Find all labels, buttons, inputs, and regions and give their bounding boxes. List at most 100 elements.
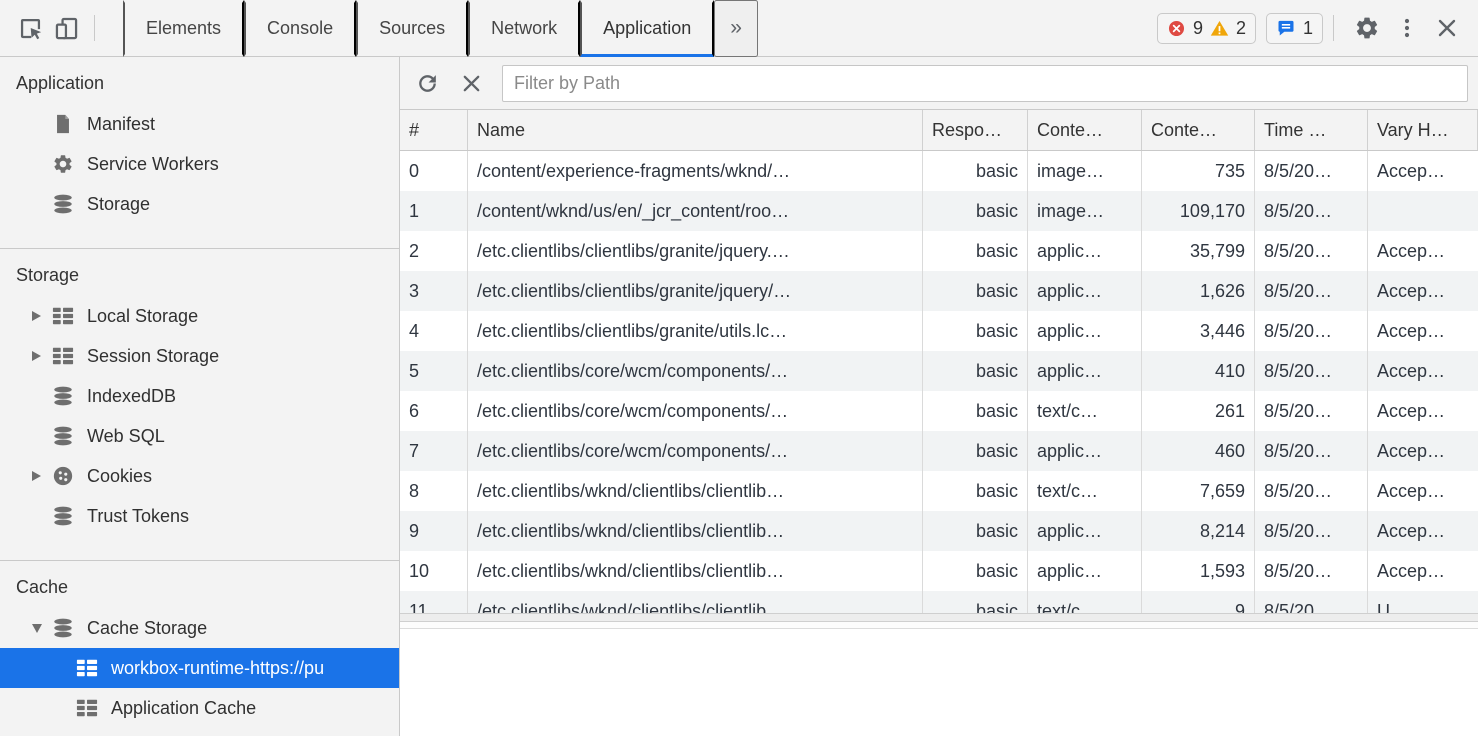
cell-name[interactable]: /etc.clientlibs/core/wcm/components/…: [468, 391, 923, 431]
tab-sources[interactable]: Sources: [356, 0, 469, 57]
column-header-index[interactable]: #: [400, 110, 468, 150]
table-row[interactable]: 10/etc.clientlibs/wknd/clientlibs/client…: [400, 551, 1478, 591]
cell-time-cached[interactable]: 8/5/20…: [1255, 591, 1368, 613]
cell-content-type[interactable]: text/c…: [1028, 391, 1142, 431]
cell-response-type[interactable]: basic: [923, 311, 1028, 351]
cell-index[interactable]: 0: [400, 151, 468, 191]
cell-vary-header[interactable]: Accep…: [1377, 440, 1446, 461]
cell-name[interactable]: /content/experience-fragments/wknd/…: [468, 151, 923, 191]
tab-elements[interactable]: Elements: [123, 0, 245, 57]
cell-content-type[interactable]: applic…: [1028, 271, 1142, 311]
cell-index[interactable]: 11: [400, 591, 468, 613]
cell-content-type[interactable]: image…: [1028, 151, 1142, 191]
sidebar-item-service-workers[interactable]: Service Workers: [0, 144, 399, 184]
delete-selected-button[interactable]: [454, 66, 488, 100]
sidebar-item-manifest[interactable]: Manifest: [0, 104, 399, 144]
cell-time-cached[interactable]: 8/5/20…: [1255, 191, 1368, 231]
table-row[interactable]: 1/content/wknd/us/en/_jcr_content/roo…ba…: [400, 191, 1478, 231]
cell-index[interactable]: 10: [400, 551, 468, 591]
cell-index[interactable]: 7: [400, 431, 468, 471]
table-row[interactable]: 5/etc.clientlibs/core/wcm/components/…ba…: [400, 351, 1478, 391]
cell-name[interactable]: /etc.clientlibs/wknd/clientlibs/clientli…: [468, 551, 923, 591]
table-row[interactable]: 8/etc.clientlibs/wknd/clientlibs/clientl…: [400, 471, 1478, 511]
cell-response-type[interactable]: basic: [923, 271, 1028, 311]
more-options-button[interactable]: [1390, 11, 1424, 45]
issues-badge[interactable]: 1: [1265, 12, 1323, 44]
cell-response-type[interactable]: basic: [923, 391, 1028, 431]
cell-name[interactable]: /etc.clientlibs/wknd/clientlibs/clientli…: [468, 511, 923, 551]
table-row[interactable]: 11/etc.clientlibs/wknd/clientlibs/client…: [400, 591, 1478, 613]
column-header-time-cached[interactable]: Time …: [1255, 110, 1368, 150]
cell-vary-header[interactable]: Accep…: [1377, 160, 1446, 181]
cell-vary-header[interactable]: Accep…: [1377, 280, 1446, 301]
sidebar-item-cookies[interactable]: Cookies: [0, 456, 399, 496]
column-header-content-length[interactable]: Conte…: [1142, 110, 1255, 150]
cell-time-cached[interactable]: 8/5/20…: [1255, 271, 1368, 311]
sidebar-item-session-storage[interactable]: Session Storage: [0, 336, 399, 376]
cell-vary-header[interactable]: Accep…: [1377, 320, 1446, 341]
cell-vary-header[interactable]: Accep…: [1377, 480, 1446, 501]
refresh-button[interactable]: [410, 66, 444, 100]
cell-content-type[interactable]: applic…: [1028, 231, 1142, 271]
sidebar-item-trust-tokens[interactable]: Trust Tokens: [0, 496, 399, 536]
cell-index[interactable]: 6: [400, 391, 468, 431]
cell-vary-header[interactable]: Accep…: [1377, 520, 1446, 541]
cell-content-length[interactable]: 3,446: [1142, 311, 1255, 351]
horizontal-scrollbar[interactable]: [400, 613, 1478, 622]
cell-content-length[interactable]: 410: [1142, 351, 1255, 391]
tab-application[interactable]: Application: [580, 0, 715, 57]
column-header-name[interactable]: Name: [468, 110, 923, 150]
cell-content-length[interactable]: 1,626: [1142, 271, 1255, 311]
sidebar-item-workbox-runtime-cache[interactable]: workbox-runtime-https://pu: [0, 648, 399, 688]
cell-content-type[interactable]: image…: [1028, 191, 1142, 231]
cell-content-length[interactable]: 35,799: [1142, 231, 1255, 271]
cell-name[interactable]: /etc.clientlibs/core/wcm/components/…: [468, 431, 923, 471]
cell-response-type[interactable]: basic: [923, 351, 1028, 391]
cell-time-cached[interactable]: 8/5/20…: [1255, 231, 1368, 271]
cell-content-length[interactable]: 8,214: [1142, 511, 1255, 551]
cell-response-type[interactable]: basic: [923, 151, 1028, 191]
sidebar-item-storage[interactable]: Storage: [0, 184, 399, 224]
table-row[interactable]: 2/etc.clientlibs/clientlibs/granite/jque…: [400, 231, 1478, 271]
cell-response-type[interactable]: basic: [923, 591, 1028, 613]
sidebar-item-indexeddb[interactable]: IndexedDB: [0, 376, 399, 416]
cell-content-type[interactable]: applic…: [1028, 431, 1142, 471]
cell-content-type[interactable]: applic…: [1028, 511, 1142, 551]
cell-content-length[interactable]: 7,659: [1142, 471, 1255, 511]
table-row[interactable]: 0/content/experience-fragments/wknd/…bas…: [400, 151, 1478, 191]
cell-index[interactable]: 1: [400, 191, 468, 231]
toggle-device-toolbar-button[interactable]: [48, 10, 84, 46]
pane-splitter[interactable]: [400, 622, 1478, 629]
column-header-response-type[interactable]: Respo…: [923, 110, 1028, 150]
filter-by-path-input[interactable]: [502, 64, 1468, 102]
cell-name[interactable]: /etc.clientlibs/wknd/clientlibs/clientli…: [468, 591, 923, 613]
cell-response-type[interactable]: basic: [923, 551, 1028, 591]
settings-button[interactable]: [1350, 11, 1384, 45]
cell-time-cached[interactable]: 8/5/20…: [1255, 151, 1368, 191]
cell-index[interactable]: 4: [400, 311, 468, 351]
cell-index[interactable]: 3: [400, 271, 468, 311]
cell-vary-header[interactable]: U…: [1377, 600, 1408, 614]
cell-name[interactable]: /etc.clientlibs/core/wcm/components/…: [468, 351, 923, 391]
cell-content-length[interactable]: 1,593: [1142, 551, 1255, 591]
cell-response-type[interactable]: basic: [923, 471, 1028, 511]
cell-name[interactable]: /etc.clientlibs/wknd/clientlibs/clientli…: [468, 471, 923, 511]
cell-content-type[interactable]: text/c…: [1028, 591, 1142, 613]
cell-time-cached[interactable]: 8/5/20…: [1255, 311, 1368, 351]
cell-content-length[interactable]: 735: [1142, 151, 1255, 191]
table-row[interactable]: 3/etc.clientlibs/clientlibs/granite/jque…: [400, 271, 1478, 311]
cell-content-length[interactable]: 261: [1142, 391, 1255, 431]
sidebar-item-application-cache[interactable]: Application Cache: [0, 688, 399, 728]
cell-content-type[interactable]: applic…: [1028, 351, 1142, 391]
cell-index[interactable]: 9: [400, 511, 468, 551]
cell-vary-header[interactable]: Accep…: [1377, 240, 1446, 261]
cell-index[interactable]: 5: [400, 351, 468, 391]
cell-time-cached[interactable]: 8/5/20…: [1255, 551, 1368, 591]
cell-time-cached[interactable]: 8/5/20…: [1255, 431, 1368, 471]
cell-name[interactable]: /content/wknd/us/en/_jcr_content/roo…: [468, 191, 923, 231]
console-errors-warnings-badge[interactable]: 9 2: [1156, 12, 1256, 44]
cell-vary-header[interactable]: [1368, 191, 1478, 231]
cell-content-type[interactable]: text/c…: [1028, 471, 1142, 511]
column-header-content-type[interactable]: Conte…: [1028, 110, 1142, 150]
close-devtools-button[interactable]: [1430, 11, 1464, 45]
